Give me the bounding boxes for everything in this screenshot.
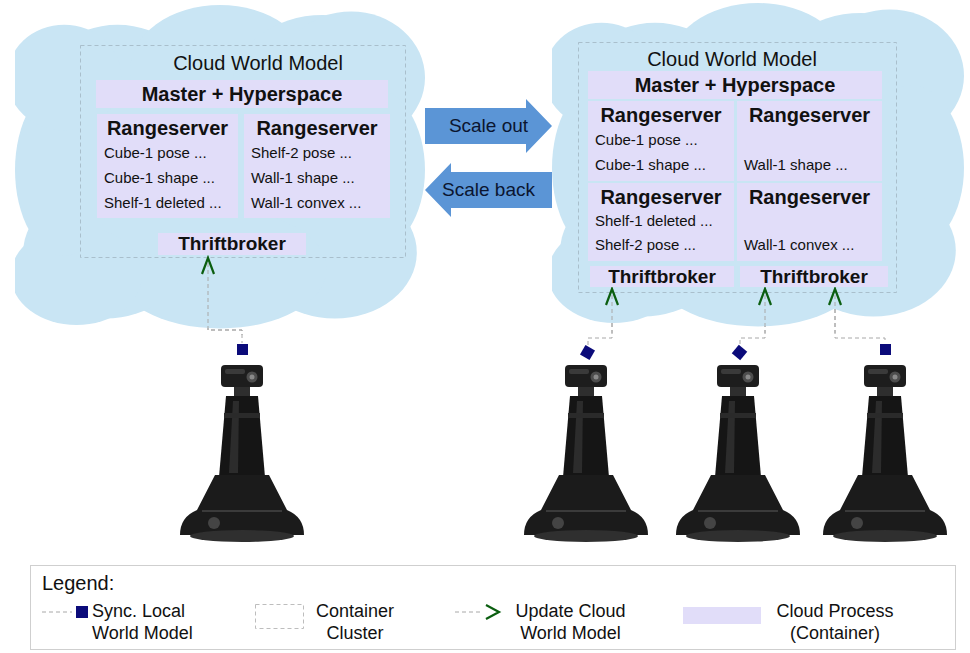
legend-frame	[31, 566, 956, 650]
sync-link	[835, 288, 885, 333]
record-entry: Wall-1 shape ...	[737, 152, 882, 177]
master-label: Master + Hyperspace	[96, 80, 388, 108]
record-entry: Cube-1 shape ...	[97, 165, 238, 190]
rangeserver-box: RangeserverCube-1 pose ...Cube-1 shape .…	[588, 101, 734, 181]
record-entry: Cube-1 shape ...	[588, 152, 734, 177]
record-entry: Shelf-1 deleted ...	[97, 190, 238, 215]
update-chevron	[606, 289, 618, 305]
legend-sample-square	[76, 606, 88, 618]
rangeserver-title: Rangeserver	[244, 116, 390, 140]
legend-sample-cluster	[256, 605, 304, 629]
sync-link	[740, 288, 765, 333]
legend-sample-line	[42, 612, 72, 613]
master-box: Master + Hyperspace	[96, 80, 388, 108]
rangeserver-title: Rangeserver	[588, 185, 734, 209]
cloud-overlay	[81, 46, 406, 336]
cloud-world-model: Cloud World ModelMaster + HyperspaceRang…	[15, 5, 425, 335]
robot	[524, 365, 648, 542]
legend-text: Container Cluster	[306, 600, 404, 644]
scale-arrow	[425, 163, 552, 217]
rangeserver-title: Rangeserver	[737, 103, 882, 127]
container-cluster	[579, 43, 897, 293]
thriftbroker-label: Thriftbroker	[158, 233, 306, 255]
rangeserver-box: RangeserverShelf-1 deleted ...Shelf-2 po…	[588, 183, 734, 261]
update-chevron	[759, 289, 771, 305]
sync-square	[237, 344, 248, 355]
legend-heading: Legend:	[42, 571, 114, 595]
legend-text: Update Cloud World Model	[503, 600, 638, 644]
legend-sample-chevron	[486, 605, 499, 619]
sync-link	[208, 256, 242, 335]
sync-square	[580, 345, 595, 360]
rangeserver-box: RangeserverCube-1 pose ...Cube-1 shape .…	[97, 114, 238, 218]
update-chevron	[829, 289, 841, 305]
scale-arrow	[425, 99, 552, 153]
thriftbroker-label: Thriftbroker	[590, 266, 734, 287]
record-entry: Wall-1 convex ...	[244, 190, 390, 215]
robot	[676, 365, 800, 542]
legend-text: Cloud Process (Container)	[765, 600, 905, 644]
arrow-label: Scale out	[449, 115, 528, 137]
master-label: Master + Hyperspace	[588, 71, 882, 99]
arrow-label: Scale back	[442, 179, 535, 201]
sync-link	[588, 288, 612, 333]
cloud-title: Cloud World Model	[173, 52, 343, 74]
legend-text: Sync. Local World Model	[92, 600, 212, 644]
thriftbroker-box: Thriftbroker	[590, 266, 734, 287]
thriftbroker-box: Thriftbroker	[740, 266, 888, 287]
legend-swatch	[683, 607, 761, 624]
rangeserver-box: RangeserverShelf-2 pose ...Wall-1 shape …	[244, 114, 390, 218]
rangeserver-box: RangeserverWall-1 convex ...	[737, 183, 882, 261]
record-entry: Wall-1 shape ...	[244, 165, 390, 190]
record-entry: Cube-1 pose ...	[588, 127, 734, 152]
sync-square	[880, 344, 891, 355]
robot	[823, 365, 947, 542]
record-entry: Wall-1 convex ...	[737, 233, 882, 257]
cloud-overlay	[579, 43, 897, 334]
rangeserver-title: Rangeserver	[97, 116, 238, 140]
record-entry: Shelf-2 pose ...	[244, 140, 390, 165]
robot	[180, 365, 304, 542]
sync-square	[732, 345, 747, 360]
cloud-title: Cloud World Model	[647, 48, 817, 70]
record-entry: Shelf-2 pose ...	[588, 233, 734, 257]
cloud-world-model: Cloud World ModelMaster + HyperspaceRang…	[552, 3, 964, 333]
rangeserver-box: RangeserverWall-1 shape ...	[737, 101, 882, 181]
master-box: Master + Hyperspace	[588, 71, 882, 99]
record-entry: Shelf-1 deleted ...	[588, 209, 734, 233]
thriftbroker-label: Thriftbroker	[740, 266, 888, 287]
legend-sample-line	[455, 612, 482, 613]
thriftbroker-box: Thriftbroker	[158, 233, 306, 255]
rangeserver-title: Rangeserver	[737, 185, 882, 209]
container-cluster	[81, 46, 406, 258]
record-entry: Cube-1 pose ...	[97, 140, 238, 165]
update-chevron	[202, 258, 214, 274]
rangeserver-title: Rangeserver	[588, 103, 734, 127]
